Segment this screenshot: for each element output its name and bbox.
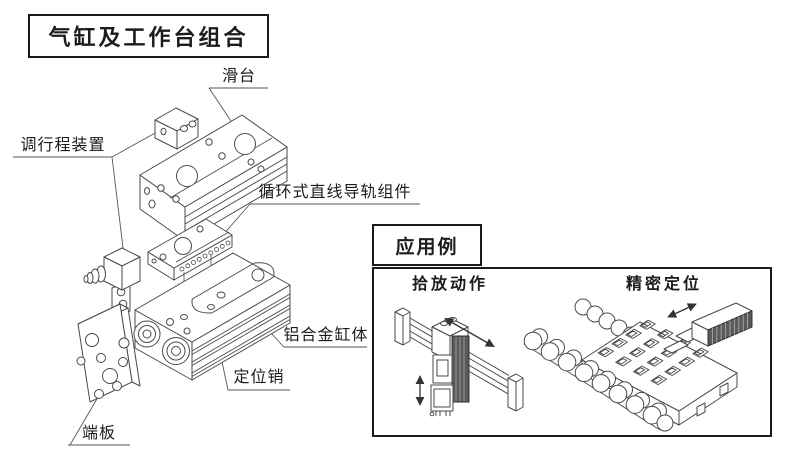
label-pick-and-place: 拾放动作 (412, 276, 489, 293)
label-cylinder-body: 铝合金缸体 (283, 327, 369, 344)
roller-chain (523, 328, 674, 432)
label-precision-positioning: 精密定位 (626, 276, 703, 293)
stroke-adjuster-block-drawing (154, 107, 199, 150)
slide-actuator-drawing (663, 302, 753, 354)
horizontal-slide-arrow (667, 303, 697, 318)
linear-guide-drawing (147, 218, 233, 281)
cylinder-body-drawing (133, 252, 291, 381)
label-end-plate: 端板 (81, 425, 116, 442)
label-locating-pin: 定位销 (233, 369, 285, 386)
valve-fitting-drawing (83, 247, 141, 320)
page-title: 气缸及工作台组合 (28, 14, 269, 58)
label-slide-table: 滑台 (221, 68, 256, 85)
label-stroke-adjuster: 调行程装置 (20, 137, 106, 154)
applications-box-title: 应用例 (372, 224, 482, 266)
applications-examples-box (372, 267, 772, 437)
horizontal-slide-arrow (444, 317, 495, 348)
end-plate-drawing (76, 303, 141, 403)
label-linear-guide: 循环式直线导轨组件 (258, 184, 412, 201)
precision-positioning-drawing (523, 298, 753, 432)
pick-place-drawing (394, 307, 524, 417)
slide-table-drawing (139, 114, 288, 242)
